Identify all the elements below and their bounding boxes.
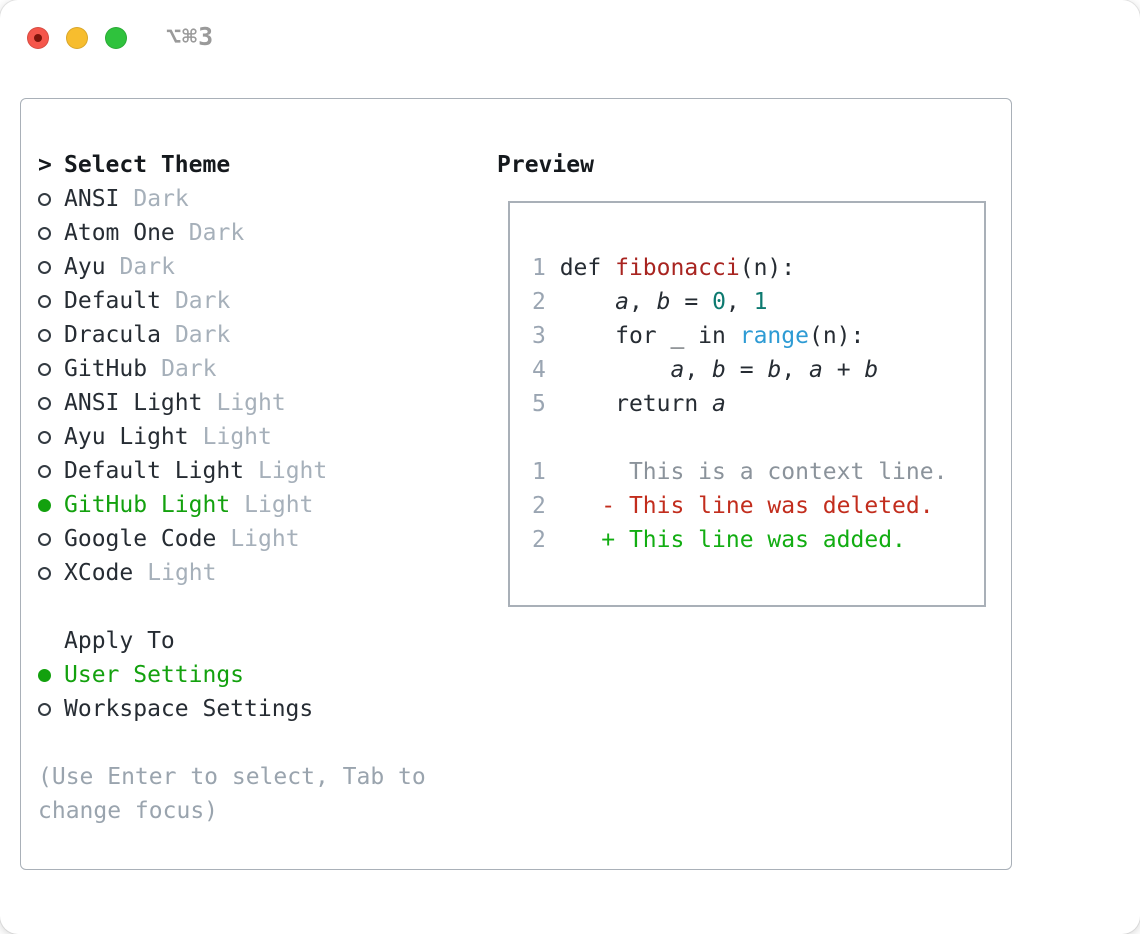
option-label: User Settings — [64, 662, 245, 688]
apply-to-option[interactable]: Workspace Settings — [38, 692, 478, 726]
theme-option[interactable]: GitHub Dark — [38, 352, 478, 386]
theme-option[interactable]: Default Light Light — [38, 454, 478, 488]
code-line: 2 + This line was added. — [532, 527, 906, 553]
option-label: ANSI Light — [64, 390, 203, 416]
radio-unselected-icon — [38, 566, 64, 580]
radio-unselected-icon — [38, 294, 64, 308]
radio-unselected-icon — [38, 702, 64, 716]
code-line — [532, 421, 984, 455]
cursor-prefix-icon: > — [38, 152, 52, 178]
theme-option[interactable]: Google Code Light — [38, 522, 478, 556]
theme-option[interactable]: XCode Light — [38, 556, 478, 590]
option-variant-label: Dark — [133, 186, 189, 212]
theme-option[interactable]: ANSI Light Light — [38, 386, 478, 420]
window-shortcut-label: ⌥⌘3 — [166, 22, 215, 51]
option-label: Default — [64, 288, 161, 314]
radio-unselected-icon — [38, 226, 64, 240]
maximize-button[interactable] — [105, 27, 127, 49]
option-variant-label: Dark — [119, 254, 175, 280]
radio-unselected-icon — [38, 430, 64, 444]
option-label: Workspace Settings — [64, 696, 314, 722]
option-variant-label: Dark — [174, 322, 231, 348]
theme-option[interactable]: ANSI Dark — [38, 182, 478, 216]
code-line: 2 a, b = 0, 1 — [532, 289, 768, 315]
close-dot-icon — [34, 34, 42, 42]
theme-option[interactable]: Atom One Dark — [38, 216, 478, 250]
option-variant-label: Light — [244, 492, 314, 518]
section-title: Apply To — [64, 628, 175, 654]
radio-unselected-icon — [38, 464, 64, 478]
preview-code-box: 1 def fibonacci(n): 2 a, b = 0, 1 3 for _ … — [508, 201, 986, 607]
radio-unselected-icon — [38, 192, 64, 206]
select-theme-header: > Select Theme — [38, 148, 478, 182]
code-line: 1 def fibonacci(n): — [532, 255, 796, 281]
theme-option[interactable]: Ayu Light Light — [38, 420, 478, 454]
option-variant-label: Light — [147, 560, 217, 586]
title-bar: ⌥⌘3 — [0, 0, 1140, 76]
option-variant-label: Dark — [188, 220, 245, 246]
code-line: 2 - This line was deleted. — [532, 493, 934, 519]
option-label: Ayu Light — [64, 424, 189, 450]
section-title: Select Theme — [64, 152, 231, 178]
option-label: ANSI — [64, 186, 120, 212]
option-variant-label: Light — [202, 424, 272, 450]
apply-to-header: Apply To — [38, 624, 478, 658]
radio-unselected-icon — [38, 362, 64, 376]
radio-unselected-icon — [38, 396, 64, 410]
option-variant-label: Light — [216, 390, 286, 416]
option-label: Ayu — [64, 254, 106, 280]
preview-title: Preview — [497, 152, 594, 178]
option-label: Google Code — [64, 526, 217, 552]
minimize-button[interactable] — [66, 27, 88, 49]
code-line: 4 a, b = b, a + b — [532, 357, 879, 383]
keyboard-hint: (Use Enter to select, Tab to change focu… — [38, 764, 426, 824]
option-variant-label: Light — [258, 458, 328, 484]
radio-selected-icon — [38, 498, 64, 512]
option-label: GitHub Light — [64, 492, 231, 518]
code-line: 5 return a — [532, 391, 726, 417]
theme-option[interactable]: GitHub Light Light — [38, 488, 478, 522]
radio-unselected-icon — [38, 532, 64, 546]
option-variant-label: Dark — [161, 356, 217, 382]
theme-option[interactable]: Dracula Dark — [38, 318, 478, 352]
code-line: 1 This is a context line. — [532, 459, 948, 485]
code-line: 3 for _ in range(n): — [532, 323, 865, 349]
option-label: Default Light — [64, 458, 245, 484]
theme-option[interactable]: Ayu Dark — [38, 250, 478, 284]
option-variant-label: Light — [230, 526, 300, 552]
close-button[interactable] — [27, 27, 49, 49]
option-label: Atom One — [64, 220, 175, 246]
radio-unselected-icon — [38, 260, 64, 274]
option-label: XCode — [64, 560, 134, 586]
apply-to-option[interactable]: User Settings — [38, 658, 478, 692]
radio-selected-icon — [38, 668, 64, 682]
theme-option[interactable]: Default Dark — [38, 284, 478, 318]
option-label: GitHub — [64, 356, 148, 382]
radio-unselected-icon — [38, 328, 64, 342]
option-variant-label: Dark — [174, 288, 231, 314]
option-label: Dracula — [64, 322, 161, 348]
